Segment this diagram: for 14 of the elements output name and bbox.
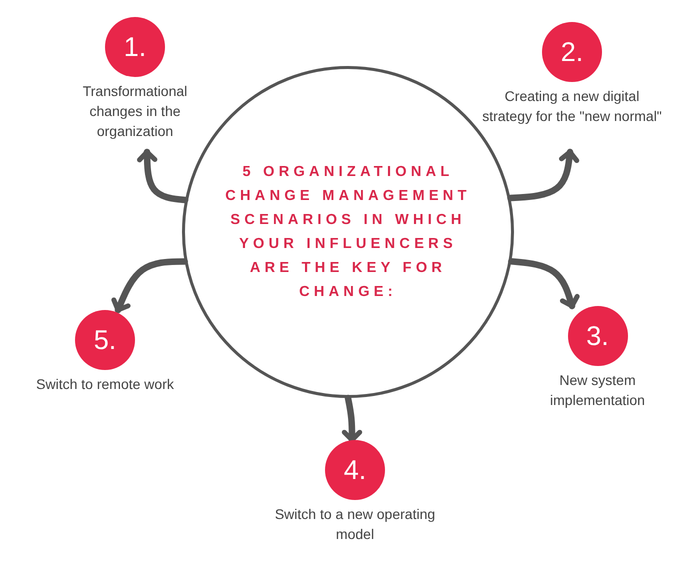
number-circle: 5. — [75, 310, 135, 370]
number-circle: 3. — [568, 306, 628, 366]
number-circle: 4. — [325, 440, 385, 500]
curved-arrow — [111, 258, 188, 314]
scenario-text: Switch to remote work — [36, 375, 174, 394]
curved-arrow — [507, 148, 580, 202]
scenario-text: New system implementation — [549, 371, 646, 410]
scenario-text: Creating a new digital strategy for the "new normal" — [482, 87, 662, 126]
curved-arrow — [508, 258, 580, 310]
scenario-text: Switch to a new operating model — [274, 505, 436, 544]
scenario-text: Transformational changes in the organization — [82, 82, 188, 141]
number-circle: 1. — [105, 17, 165, 77]
number-circle: 2. — [542, 22, 602, 82]
heading-text: 5 ORGANIZATIONAL CHANGE MANAGEMENT SCENARIOS IN WHICH YOUR INFLUENCERS ARE THE KEY FOR CHANGE: — [224, 163, 472, 302]
